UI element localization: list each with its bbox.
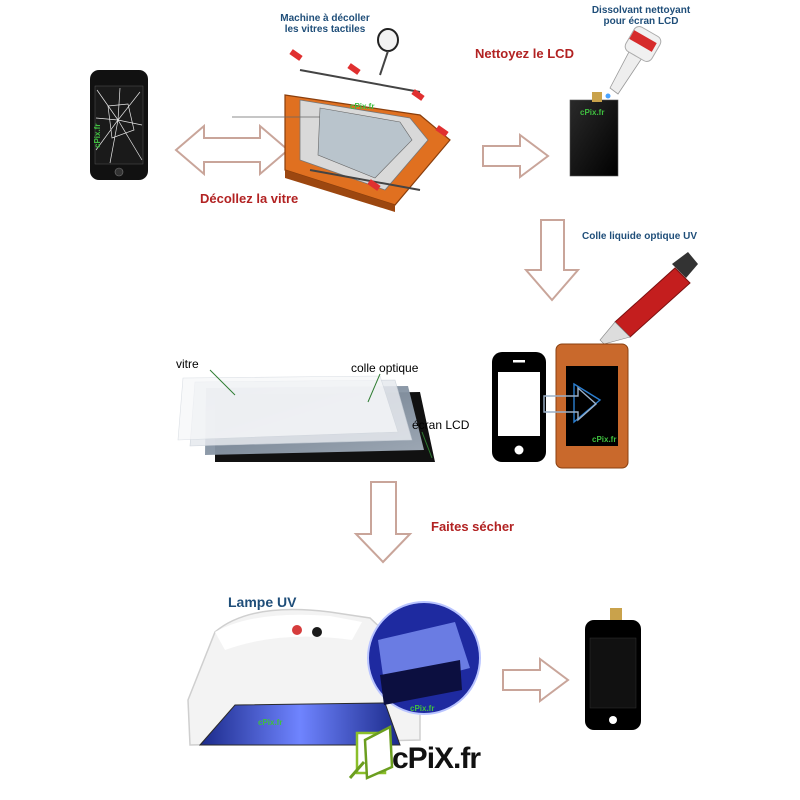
- lcd-panel: [569, 92, 619, 177]
- uv-glue-label: Colle liquide optique UV: [582, 231, 697, 242]
- remove-glass-label: Décollez la vitre: [200, 191, 299, 206]
- uv-lamp: [187, 608, 421, 746]
- uv-lamp-label: Lampe UV: [228, 594, 297, 610]
- layer-label-vitre: vitre: [176, 357, 199, 371]
- watermark-phone: cPix.fr: [93, 123, 102, 148]
- layer-stack: [177, 375, 435, 462]
- watermark-zoom: cPix.fr: [410, 704, 435, 713]
- arrow-right-2: [502, 657, 570, 703]
- alignment-arrow: [543, 386, 598, 422]
- layer-pointers: [209, 369, 433, 459]
- watermark-lcd: cPix.fr: [580, 108, 605, 117]
- separator-machine: [284, 28, 451, 212]
- broken-phone: [90, 70, 148, 180]
- arrow-down-2: [353, 481, 413, 564]
- arrow-down-1: [523, 219, 581, 302]
- watermark-machine: cPix.fr: [350, 102, 375, 111]
- dry-label: Faites sécher: [431, 519, 515, 534]
- watermark-lamp: cPix.fr: [258, 718, 283, 727]
- lcd-mould: [555, 343, 629, 469]
- uv-glue-syringe: [599, 252, 698, 345]
- double-arrow: [174, 123, 290, 177]
- arrow-right-1: [482, 133, 550, 179]
- solvent-bottle: [605, 26, 662, 99]
- uv-zoom-circle: [367, 601, 481, 715]
- layer-label-colle: colle optique: [351, 361, 419, 375]
- cpix-logo-icon: [348, 724, 394, 780]
- finished-phone: [585, 608, 641, 730]
- layer-label-ecran: écran LCD: [412, 418, 470, 432]
- clean-lcd-label: Nettoyez le LCD: [475, 46, 574, 61]
- cpix-logo-text: cPiX.fr: [392, 742, 481, 775]
- phone-front: [492, 352, 546, 462]
- watermark-mould: cPix.fr: [592, 435, 617, 444]
